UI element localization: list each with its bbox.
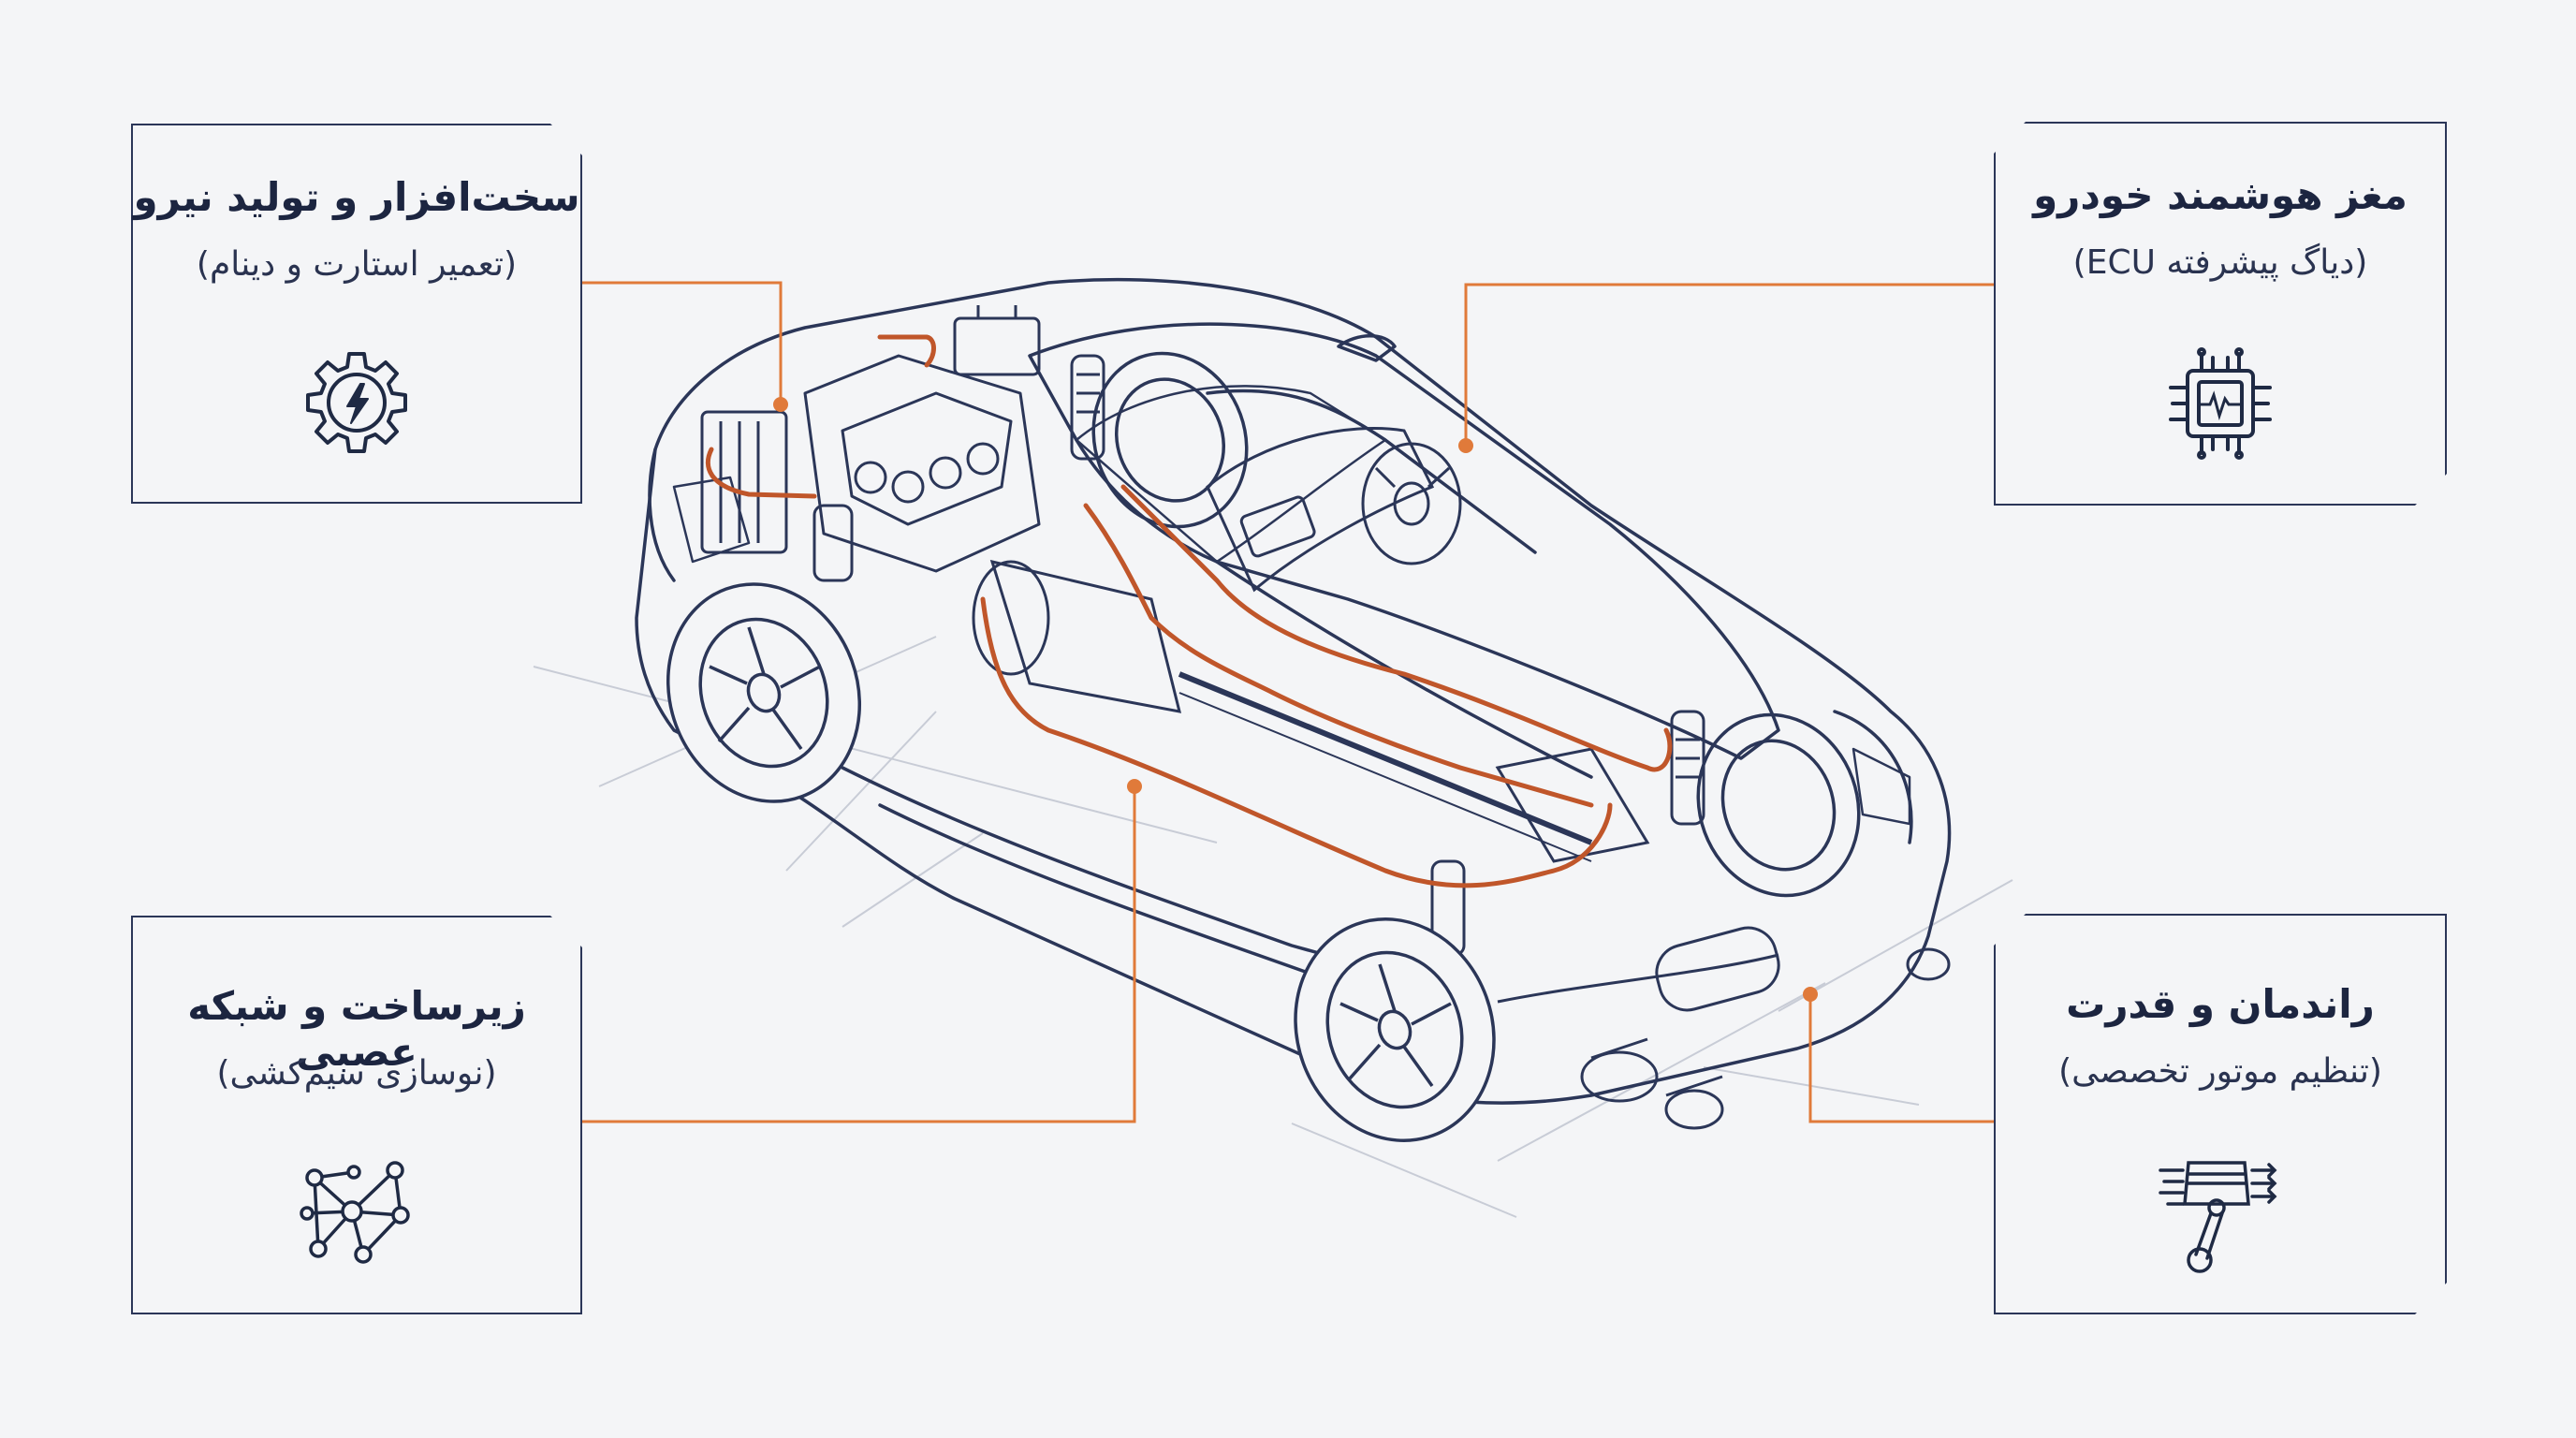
card-ecu-title: مغز هوشمند خودرو — [2033, 172, 2408, 218]
card-performance: راندمان و قدرت (تنظیم موتور تخصصی) — [1994, 914, 2447, 1314]
card-performance-title: راندمان و قدرت — [2066, 981, 2375, 1027]
leader-wiring — [582, 786, 1136, 1123]
front-right-wheel — [1091, 351, 1249, 529]
engine — [700, 305, 1105, 582]
front-left-wheel — [666, 582, 862, 803]
card-wiring-subtitle: (نوسازی سیم‌کشی) — [216, 1054, 497, 1093]
tailpipe-3 — [1906, 947, 1951, 981]
leader-performance — [1808, 994, 1994, 1123]
perspective-guides — [533, 636, 2013, 1218]
exhaust — [1497, 926, 1951, 1130]
card-ecu: مغز هوشمند خودرو (دیاگ پیشرفته ECU) — [1994, 122, 2447, 506]
card-performance-subtitle: (تنظیم موتور تخصصی) — [2058, 1052, 2382, 1091]
card-wiring-title: زیرساخت و شبکه عصبی — [187, 983, 526, 1075]
chip-icon — [2159, 343, 2281, 464]
callout-leaders — [582, 281, 1994, 1123]
gear-lightning-icon — [300, 346, 413, 459]
piston-icon — [2155, 1153, 2286, 1275]
drivetrain — [972, 559, 1650, 863]
wiring-harness — [705, 334, 1673, 888]
rear-diff — [1495, 747, 1650, 863]
engine-block — [803, 354, 1041, 573]
card-ecu-subtitle: (دیاگ پیشرفته ECU) — [2072, 243, 2368, 282]
dashboard — [1206, 427, 1462, 593]
driveshaft — [1178, 671, 1593, 845]
leader-ecu — [1464, 283, 1994, 446]
card-hardware-subtitle: (تعمیر استارت و دینام) — [196, 245, 518, 284]
callout-dots — [773, 397, 1818, 1002]
muffler — [1655, 926, 1780, 1012]
card-wiring: زیرساخت و شبکه عصبی (نوسازی سیم‌کشی) — [131, 916, 582, 1314]
network-icon — [296, 1157, 417, 1269]
transmission — [989, 559, 1182, 713]
tailpipe-2 — [1664, 1089, 1724, 1130]
leader-hardware — [582, 281, 783, 404]
tailpipe-1 — [1580, 1050, 1659, 1103]
radiator — [700, 410, 788, 554]
card-hardware-title: سخت‌افزار و تولید نیرو — [133, 174, 580, 220]
rear-left-wheel — [1294, 917, 1496, 1142]
card-hardware: سخت‌افزار و تولید نیرو (تعمیر استارت و د… — [131, 124, 582, 504]
front-strut — [1070, 354, 1105, 461]
steering-wheel — [1361, 442, 1462, 565]
battery — [953, 316, 1041, 376]
wheels — [666, 351, 1861, 1142]
rear-right-wheel — [1696, 712, 1861, 898]
